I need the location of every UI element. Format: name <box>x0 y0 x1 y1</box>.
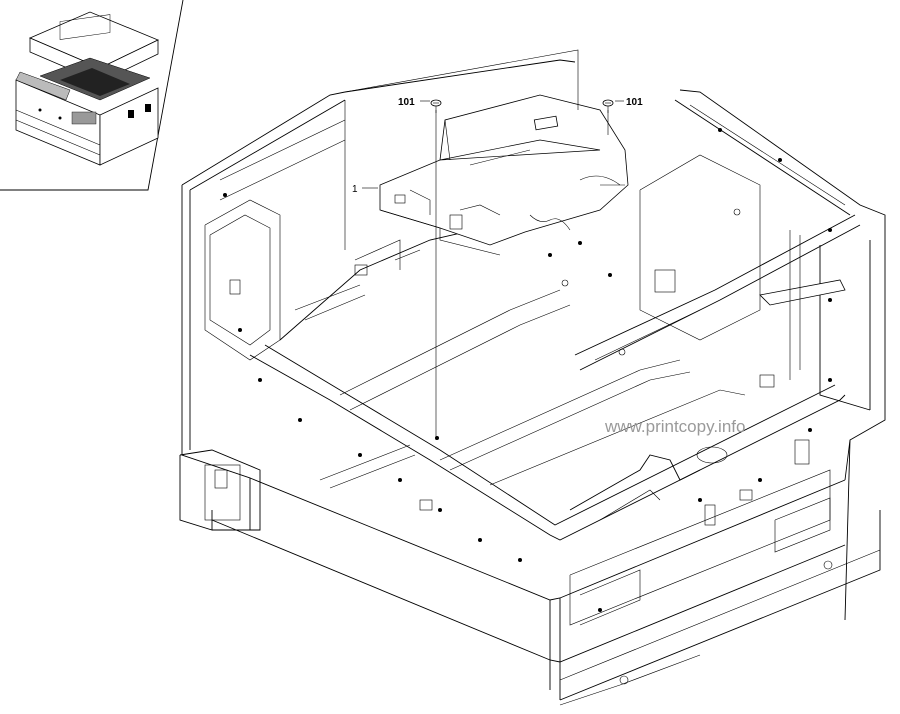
inset-frame <box>0 0 184 191</box>
frame-cutouts <box>214 264 810 526</box>
inset-copier-illustration <box>15 11 159 166</box>
part-1-unit <box>379 94 629 256</box>
callout-101-right: 101 <box>626 97 643 108</box>
inset-thumbnail <box>0 0 184 191</box>
frame-mounting-holes <box>223 128 832 612</box>
screw-101-right <box>602 99 614 113</box>
callout-1: 1 <box>352 184 358 195</box>
leader-lines <box>344 49 624 440</box>
callout-101-left: 101 <box>398 97 415 108</box>
screw-101-left <box>430 99 442 113</box>
main-frame-chassis <box>179 59 886 706</box>
watermark-text: www.printcopy.info <box>604 417 745 436</box>
